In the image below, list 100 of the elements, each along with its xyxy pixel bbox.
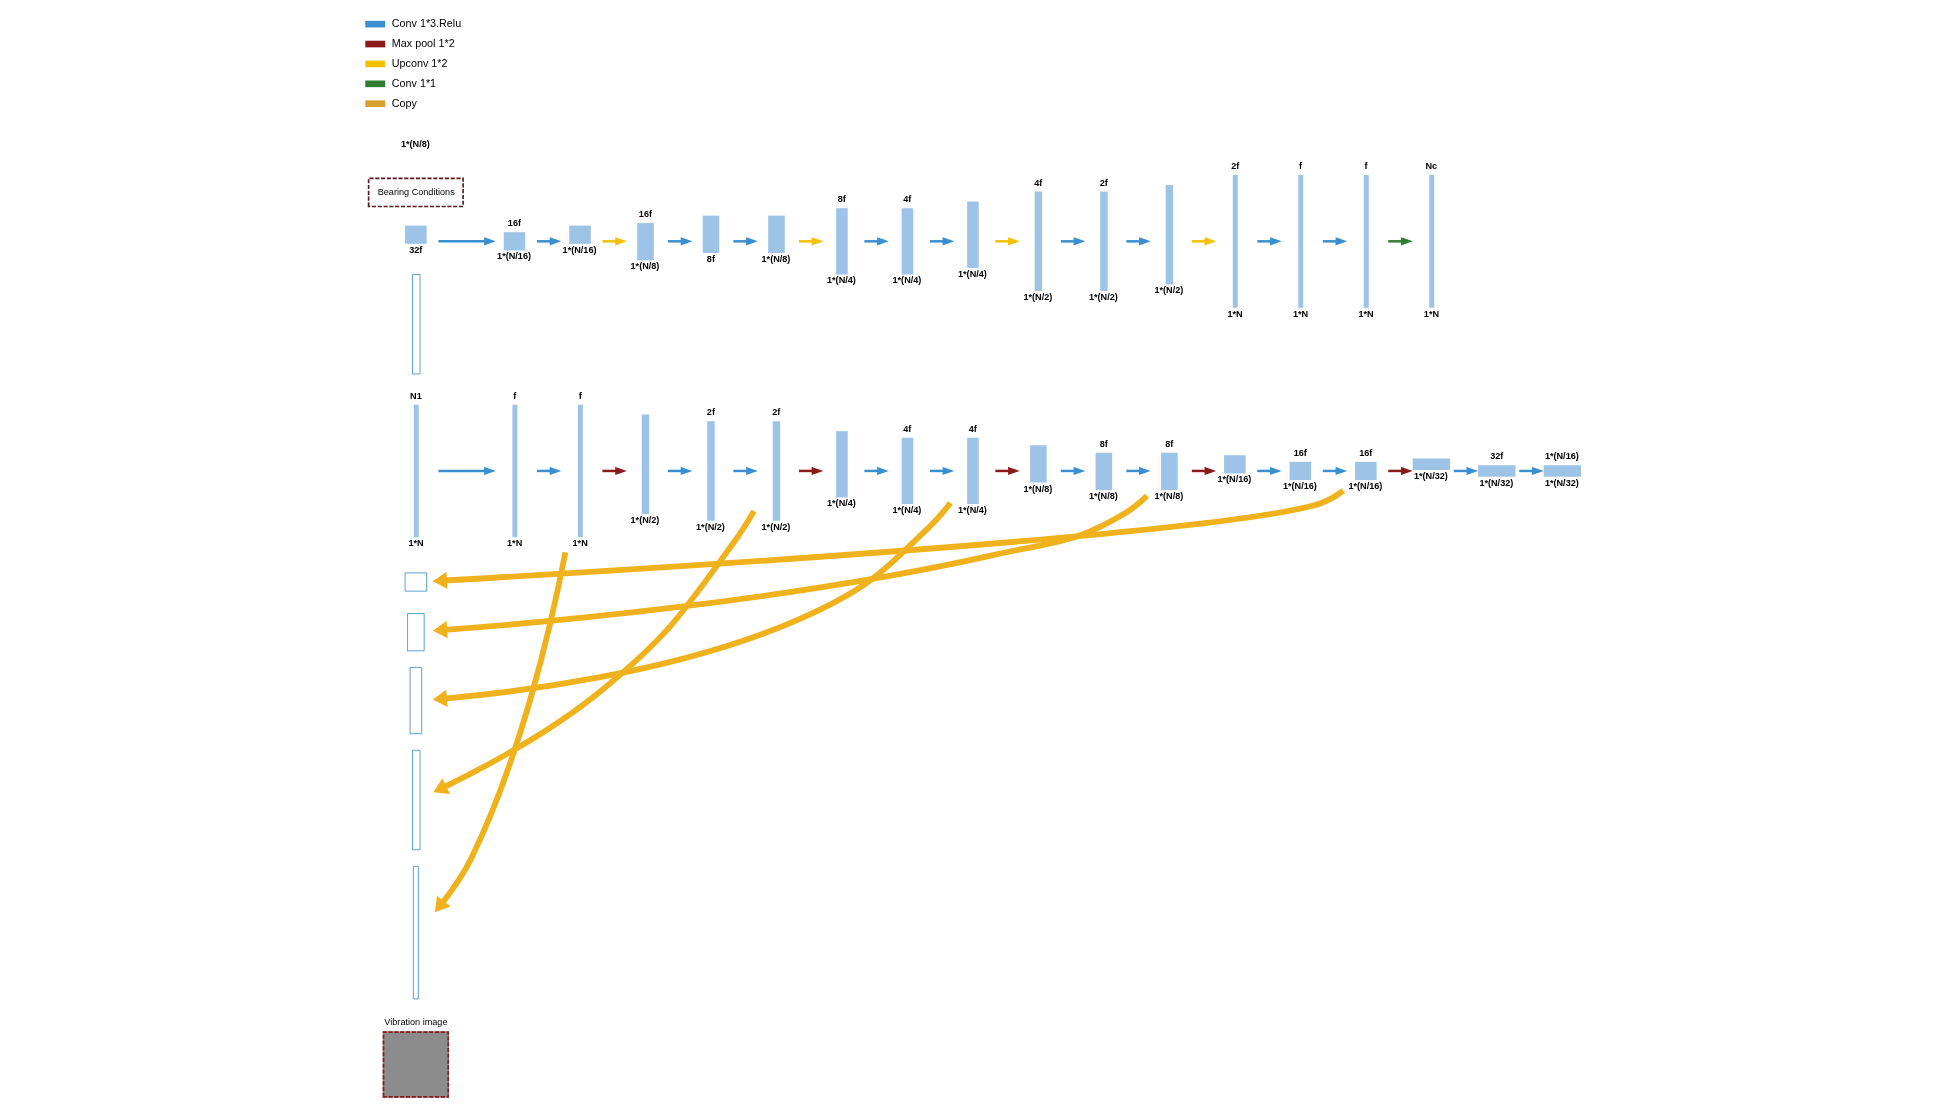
arrow (1257, 237, 1282, 246)
arrow (1126, 237, 1151, 246)
node-label: 1*(N/2) (761, 521, 791, 532)
node-label: 1*(N/8) (630, 261, 660, 272)
legend-label: Copy (391, 96, 417, 109)
node-bar (1429, 175, 1435, 308)
node-label: 1*(N/32) (1413, 471, 1448, 482)
node-box: Bearing Conditions (367, 177, 464, 208)
node-label: 1*N (507, 538, 523, 549)
node-bar (836, 208, 848, 275)
legend-label: Max pool 1*2 (391, 36, 455, 49)
node-label: Vibration image (384, 1017, 448, 1028)
node-bar (1355, 461, 1377, 481)
node-label: 1*(N/2) (1023, 292, 1053, 303)
node-label: f (1299, 161, 1303, 172)
node-label: 1*(N/16) (1282, 481, 1317, 492)
node-bar (707, 421, 715, 521)
node-label: 2f (1099, 177, 1108, 188)
node-bar (967, 437, 979, 505)
node-label: 1*(N/4) (892, 505, 922, 516)
label: 1*(N/8) (400, 139, 430, 150)
arrow (602, 237, 627, 246)
node-label: 8f (837, 194, 846, 205)
node-label: Nc (1425, 161, 1438, 172)
arrow (432, 493, 1149, 639)
node-label: 1*(N/4) (827, 275, 856, 286)
node-bar (1363, 175, 1369, 308)
node-label: 16f (638, 209, 653, 220)
node-bar (512, 404, 518, 538)
node-bar (901, 208, 914, 275)
node-bar (901, 437, 914, 505)
node-label: 1*(N/8) (761, 253, 791, 264)
node-label: 1*(N/8) (1023, 483, 1053, 494)
node-label: 4f (968, 423, 977, 434)
node-label: f (578, 390, 582, 401)
node-label: f (513, 390, 517, 401)
arrow (1322, 237, 1348, 246)
node-bar (641, 414, 650, 515)
node-bar (1412, 458, 1450, 471)
arrow (798, 237, 824, 246)
node-label: 1*N (408, 538, 424, 549)
arrow (434, 551, 569, 913)
node-bar (1161, 452, 1178, 490)
node-label: 1*(N/16) (497, 251, 532, 262)
node-bar (1095, 452, 1113, 490)
node-label: 16f (507, 218, 522, 229)
legend-label: Conv 1*3.Relu (391, 16, 462, 29)
node-bar (405, 225, 427, 244)
node-label: 4f (1034, 177, 1043, 188)
node-label: 16f (1359, 447, 1373, 458)
legend-label: Upconv 1*2 (391, 56, 448, 69)
node-bar (1100, 191, 1108, 292)
node-label: 4f (903, 423, 912, 434)
node-label: f (1364, 161, 1368, 172)
arrow (536, 237, 562, 246)
node-label: 2f (706, 407, 715, 418)
node-bar (1224, 455, 1246, 474)
node-label: 1*N (1292, 308, 1309, 319)
arrow (929, 237, 955, 246)
node-label: 1*(N/16) (1348, 481, 1383, 492)
node-bar (1298, 175, 1304, 308)
node-label: 1*(N/2) (696, 521, 725, 532)
arrow (438, 237, 496, 246)
node-label: 1*N (1227, 308, 1243, 319)
node-bar (1543, 465, 1581, 477)
node-label: 1*(N/8) (1088, 490, 1118, 501)
node-label: 1*(N/16) (1544, 451, 1579, 462)
node-bar (768, 215, 785, 253)
arrow (995, 237, 1020, 246)
node-bar (1289, 461, 1312, 481)
node-bar (1034, 191, 1043, 292)
node-label: 4f (903, 194, 912, 205)
node-bar (702, 215, 720, 253)
node-label: 1*N (572, 538, 588, 549)
node-bar (503, 232, 526, 251)
node-label: 1*(N/16) (1217, 474, 1252, 485)
node-label: 16f (1293, 447, 1307, 458)
arrow (733, 237, 758, 246)
node-label: 1*N (1358, 308, 1374, 319)
node-bar (1232, 175, 1238, 308)
node-bar (836, 431, 848, 498)
arrow (667, 237, 693, 246)
node-label: 1*(N/4) (892, 275, 922, 286)
node-bar (1165, 184, 1174, 285)
node-label: 8f (706, 253, 715, 264)
node-bar (569, 225, 591, 244)
node-label: 1*(N/2) (1088, 292, 1118, 303)
node-label: 8f (1165, 438, 1174, 449)
node-label: 1*(N/16) (562, 244, 597, 255)
node-bar (637, 223, 654, 261)
node-label: 1*N (1423, 308, 1440, 319)
node-bar (772, 421, 781, 521)
node-label: 1*(N/2) (630, 515, 660, 525)
node-label: 1*(N/8) (1154, 490, 1184, 501)
node-label: 1*(N/32) (1544, 477, 1579, 488)
node-bar (967, 201, 979, 268)
node-label: 2f (1231, 161, 1240, 172)
arrow (432, 501, 953, 707)
node-label: 32f (1490, 451, 1504, 462)
node-bar (413, 404, 419, 538)
